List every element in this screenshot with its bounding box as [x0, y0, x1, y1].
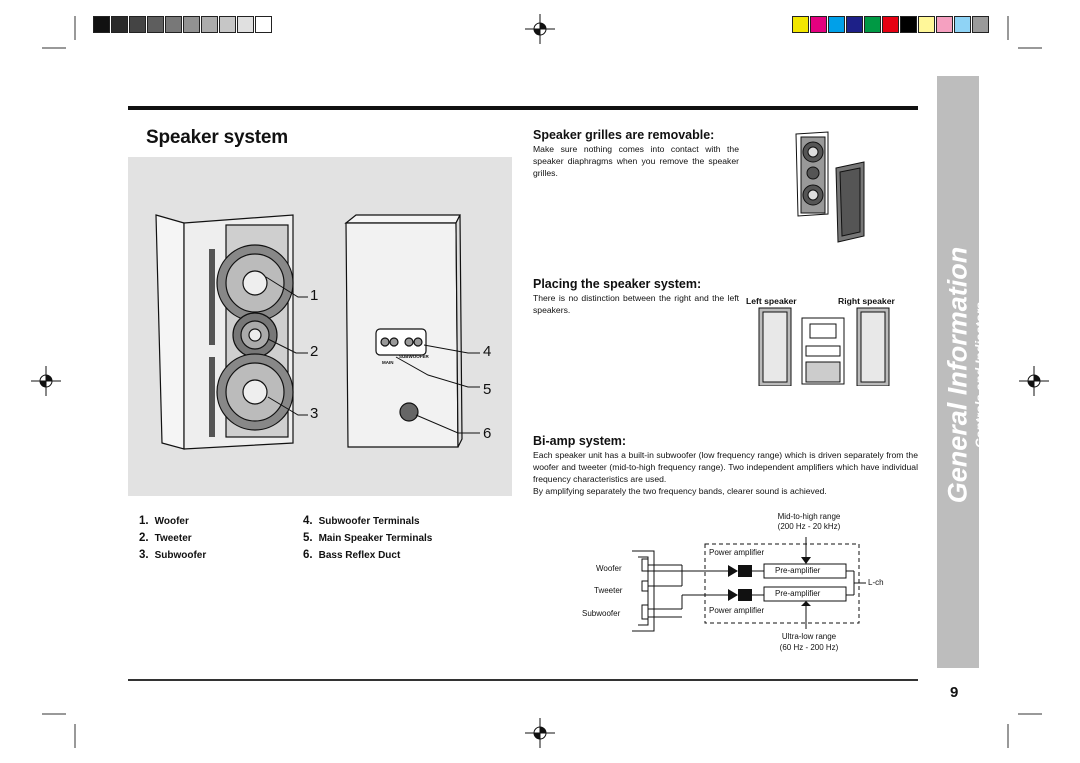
placing-text: There is no distinction between the righ…: [533, 293, 739, 315]
color-swatch: [864, 16, 881, 33]
mid-high-range-label: Mid-to-high range: [777, 512, 841, 521]
biamp-block-diagram: [632, 537, 866, 632]
power-amp-bottom-label: Power amplifier: [709, 606, 765, 615]
page-number: 9: [950, 684, 959, 701]
speaker-illustration: MAIN SUBWOOFER 1 2 3 4 5 6: [128, 157, 512, 496]
speaker-placement-illustration: [758, 307, 890, 386]
right-speaker-label: Right speaker: [838, 296, 895, 306]
gray-swatch: [237, 16, 254, 33]
callout-number: 1: [310, 287, 319, 304]
lch-label: L-ch: [868, 578, 884, 587]
subwoofer-terminal-label: SUBWOOFER: [399, 354, 429, 359]
page-title: Speaker system: [146, 127, 288, 148]
grilles-text: Make sure nothing comes into contact wit…: [533, 144, 739, 178]
biamp-summary: By amplifying separately the two frequen…: [533, 486, 827, 496]
grille-removal-illustration: [795, 131, 865, 243]
parts-list-item: 4.Subwoofer Terminals: [303, 515, 420, 527]
color-swatch: [954, 16, 971, 33]
color-swatch: [792, 16, 809, 33]
color-swatch: [810, 16, 827, 33]
color-swatch: [828, 16, 845, 33]
main-terminal-label: MAIN: [382, 360, 394, 365]
section-sidebar: [937, 76, 979, 668]
gray-swatch: [255, 16, 272, 33]
gray-swatch: [129, 16, 146, 33]
color-swatch: [882, 16, 899, 33]
gray-swatch: [111, 16, 128, 33]
parts-list-item: 2.Tweeter: [139, 532, 192, 544]
speaker-drawing: [155, 214, 480, 450]
color-swatch: [846, 16, 863, 33]
callout-number: 2: [310, 343, 319, 360]
footer-rule: [128, 679, 918, 681]
parts-list-item: 1.Woofer: [139, 515, 189, 527]
gray-swatch: [201, 16, 218, 33]
header-rule: [128, 106, 918, 110]
gray-swatch: [183, 16, 200, 33]
subwoofer-label: Subwoofer: [582, 609, 621, 618]
color-swatch: [900, 16, 917, 33]
color-swatch: [936, 16, 953, 33]
grilles-heading: Speaker grilles are removable:: [533, 128, 715, 142]
sidebar-title: General Information: [942, 246, 973, 504]
mid-high-freq-label: (200 Hz - 20 kHz): [777, 522, 841, 531]
ultra-low-range-label: Ultra-low range: [781, 632, 837, 641]
left-speaker-label: Left speaker: [746, 296, 797, 306]
callout-number: 3: [310, 405, 319, 422]
placing-heading: Placing the speaker system:: [533, 277, 702, 291]
color-swatch: [972, 16, 989, 33]
gray-swatch: [219, 16, 236, 33]
power-amp-top-label: Power amplifier: [709, 548, 765, 557]
callout-number: 6: [483, 425, 492, 442]
callout-number: 4: [483, 343, 492, 360]
pre-amp-label: Pre-amplifier: [775, 589, 821, 598]
ultra-low-freq-label: (60 Hz - 200 Hz): [779, 643, 839, 652]
parts-list-item: 6.Bass Reflex Duct: [303, 549, 401, 561]
parts-list-item: 5.Main Speaker Terminals: [303, 532, 433, 544]
color-swatch: [918, 16, 935, 33]
gray-swatch: [93, 16, 110, 33]
sidebar-subtitle: – Controls and Indicators –: [972, 291, 988, 459]
pre-amp-label: Pre-amplifier: [775, 566, 821, 575]
biamp-text: Each speaker unit has a built-in subwoof…: [533, 450, 918, 484]
gray-swatch: [147, 16, 164, 33]
tweeter-label: Tweeter: [594, 586, 623, 595]
gray-swatch: [165, 16, 182, 33]
biamp-heading: Bi-amp system:: [533, 434, 627, 448]
callout-number: 5: [483, 381, 492, 398]
woofer-label: Woofer: [596, 564, 622, 573]
parts-list-item: 3.Subwoofer: [139, 549, 207, 561]
